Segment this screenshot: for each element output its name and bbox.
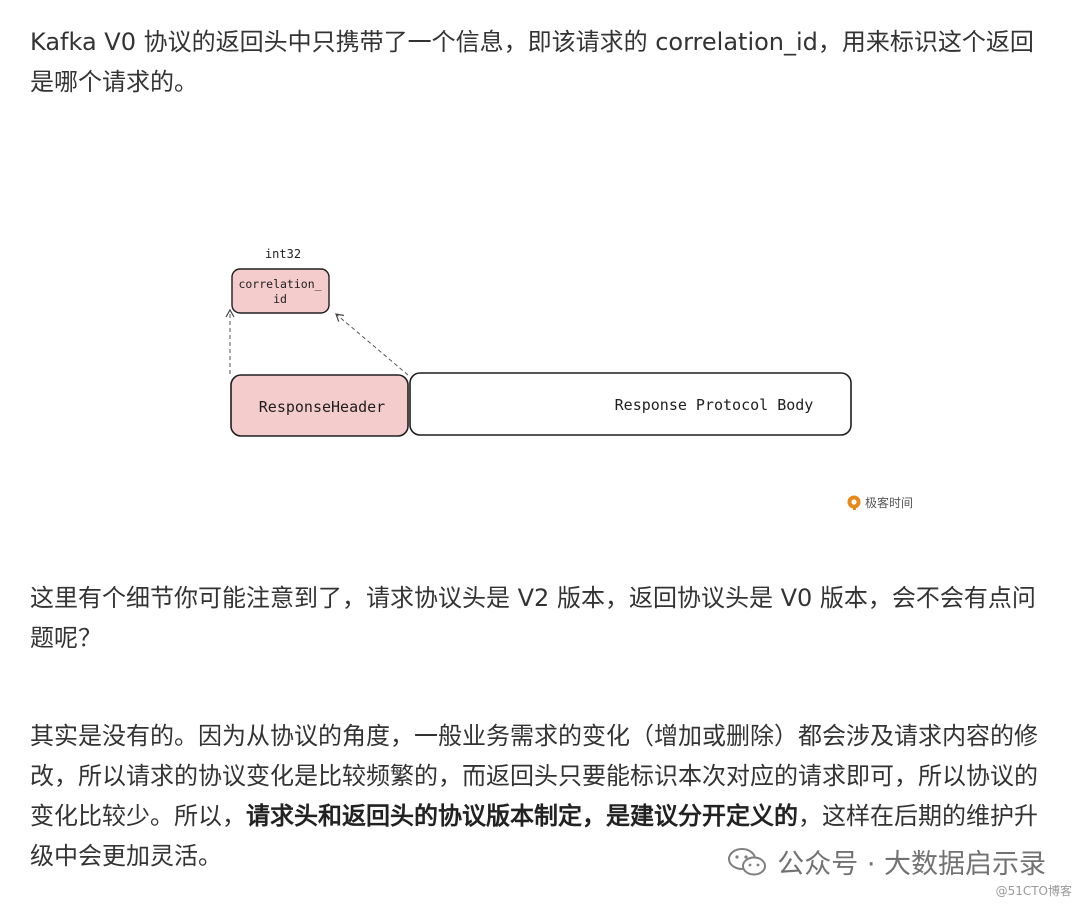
correlation-id-box (231, 268, 330, 314)
explanation-text-end: ，这样在后期的维护升级中会更加灵活。 (30, 802, 1038, 870)
response-header-box (230, 374, 409, 437)
response-body-box (409, 372, 852, 436)
wechat-icon (728, 847, 767, 875)
dashed-arrow-diagonal (335, 313, 409, 376)
explanation-bold-conclusion: 请求头和返回头的协议版本制定，是建议分开定义的 (246, 802, 798, 830)
intro-paragraph: Kafka V0 协议的返回头中只携带了一个信息，即该请求的 correlati… (30, 28, 1034, 96)
explanation-text-start: 其实是没有的。因为从协议的角度，一般业务需求的变化（增加或删除）都会涉及请求内容… (30, 722, 1038, 830)
watermark-text: 公众号 · 大数据启示录 (777, 849, 1046, 880)
geektime-logo-icon (847, 495, 861, 510)
geektime-logo-text: 极客时间 (865, 495, 913, 510)
corner-watermark: @51CTO博客 (995, 884, 1072, 898)
detail-paragraph: 这里有个细节你可能注意到了，请求协议头是 V2 版本，返回协议头是 V0 版本，… (30, 584, 1036, 652)
correlation-id-label-line2: id (273, 292, 287, 306)
response-header-diagram: int32 correlation_ id ResponseHeader Res… (225, 247, 913, 510)
explanation-paragraph: 其实是没有的。因为从协议的角度，一般业务需求的变化（增加或删除）都会涉及请求内容… (30, 716, 1055, 876)
response-body-label: Response Protocol Body (615, 396, 814, 414)
wechat-watermark: 公众号 · 大数据启示录 (727, 842, 1046, 881)
correlation-id-label-line1: correlation_ (238, 277, 321, 291)
response-header-label: ResponseHeader (259, 398, 385, 416)
type-label-int32: int32 (265, 247, 301, 261)
